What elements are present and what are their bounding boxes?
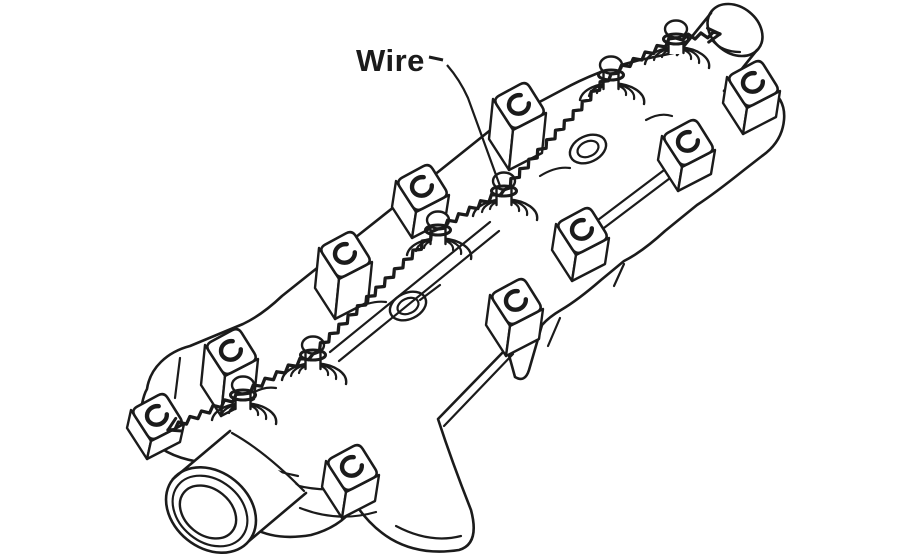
wire-label-dash (428, 55, 444, 62)
deck-ring-details (388, 133, 608, 322)
wire-label: Wire (356, 43, 425, 78)
bolt-hole-c-mark (569, 217, 594, 241)
safety-wire (166, 26, 722, 433)
bolt-boss-b4 (313, 230, 374, 321)
wire-leader-line (446, 64, 502, 187)
bolt-hole-c-mark (503, 288, 528, 312)
bolt-boss-b10 (487, 81, 548, 172)
bolt-hole-c-mark (332, 241, 357, 265)
bolt-hole-c-mark (409, 174, 434, 198)
wire-wrap (228, 388, 258, 402)
near-side-bosses (125, 59, 782, 520)
wire-wrap (661, 32, 691, 46)
bolt-hole-c-mark (675, 129, 700, 153)
housing-line-art (125, 2, 786, 554)
bolt-hole-c-mark (218, 338, 243, 362)
bolt-boss-b3 (320, 443, 381, 520)
bolt-boss-b6 (484, 277, 545, 358)
wire-wrap (489, 184, 519, 198)
bolt-hole-c-mark (740, 70, 765, 94)
wire-wrap (298, 348, 328, 362)
bolt-boss-b5 (390, 163, 451, 240)
bolt-hole-c-mark (339, 454, 364, 478)
far-side-bosses (199, 81, 548, 418)
bolt-boss-b9 (721, 59, 782, 136)
pipe-bore (178, 484, 238, 540)
bolt-hole-c-mark (144, 403, 169, 427)
wire-post-6 (643, 19, 711, 70)
bolt-hole-c-mark (506, 92, 531, 116)
wire-wrap (596, 68, 626, 82)
wire-wrap (423, 223, 453, 237)
bolt-boss-b7 (550, 206, 611, 283)
wire-strand (166, 30, 722, 432)
bolt-boss-b2 (199, 327, 260, 418)
left-coolant-pipe (164, 429, 308, 554)
wire-start-arrow (166, 416, 184, 433)
bolt-boss-b8 (656, 118, 717, 193)
wire-end-arrow (706, 26, 722, 44)
